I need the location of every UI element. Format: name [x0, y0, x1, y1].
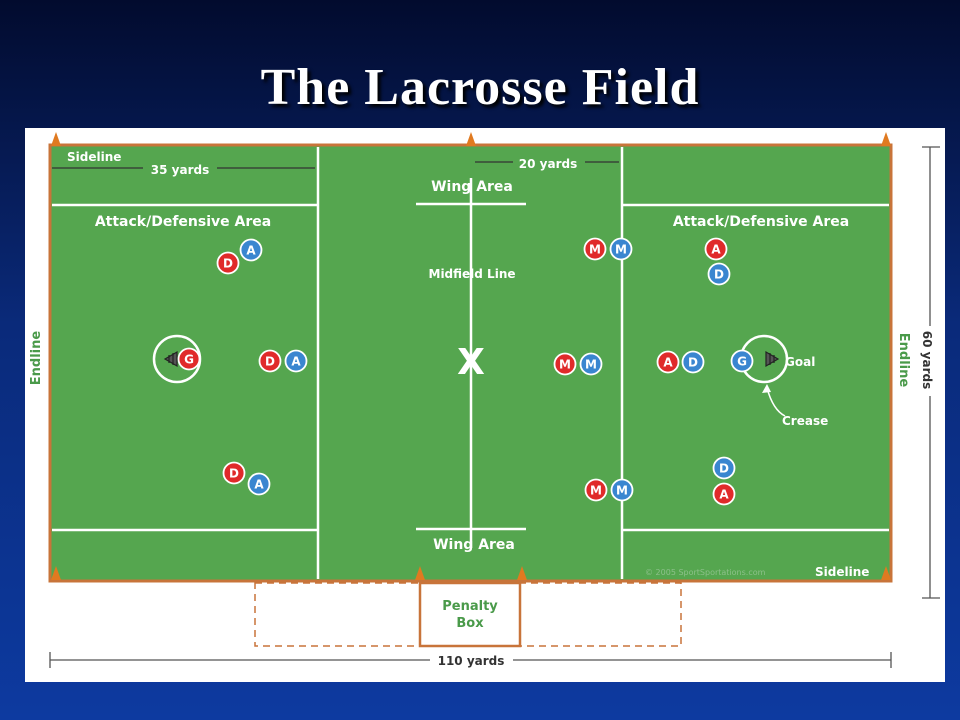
- svg-text:G: G: [737, 355, 747, 369]
- player-token-red-a: A: [712, 482, 736, 506]
- goal-label: Goal: [785, 355, 815, 369]
- left-goal-net: [163, 350, 178, 368]
- slide-title: The Lacrosse Field: [260, 59, 700, 116]
- player-token-blue-d: D: [681, 350, 705, 374]
- penalty-box-label-line1: Penalty: [442, 599, 498, 614]
- svg-text:A: A: [663, 356, 673, 370]
- player-token-blue-m: M: [579, 352, 603, 376]
- svg-text:M: M: [590, 484, 602, 498]
- svg-text:M: M: [615, 243, 627, 257]
- sideline-label-bottom: Sideline: [815, 565, 869, 579]
- player-token-red-m: M: [583, 237, 607, 261]
- endline-left-label: Endline: [29, 331, 44, 386]
- player-token-blue-m: M: [609, 237, 633, 261]
- field-dimension-lines: [52, 161, 619, 169]
- svg-text:A: A: [291, 355, 301, 369]
- lacrosse-field-diagram: X Sideline Sideline 35 yards 20 yards Wi…: [29, 132, 940, 668]
- player-token-blue-d: D: [707, 262, 731, 286]
- svg-text:D: D: [223, 257, 233, 271]
- attack-area-left-label: Attack/Defensive Area: [95, 214, 271, 230]
- player-token-red-a: A: [704, 237, 728, 261]
- svg-text:D: D: [719, 462, 729, 476]
- player-token-red-a: A: [656, 350, 680, 374]
- goalie-token-right: G: [730, 349, 754, 373]
- yards-20-label: 20 yards: [519, 157, 577, 171]
- yards-60-label: 60 yards: [920, 331, 934, 389]
- yards-110-label: 110 yards: [438, 654, 505, 668]
- player-token-red-d: D: [258, 349, 282, 373]
- sideline-label-top: Sideline: [67, 150, 121, 164]
- cone-marker: [466, 132, 476, 146]
- player-token-blue-a: A: [239, 238, 263, 262]
- cone-marker: [415, 566, 425, 580]
- cone-marker: [51, 132, 61, 146]
- svg-text:M: M: [616, 484, 628, 498]
- player-token-red-m: M: [553, 352, 577, 376]
- player-token-red-d: D: [222, 461, 246, 485]
- player-token-red-d: D: [216, 251, 240, 275]
- player-token-blue-m: M: [610, 478, 634, 502]
- cone-marker: [881, 566, 891, 580]
- svg-text:G: G: [184, 353, 194, 367]
- svg-text:A: A: [254, 478, 264, 492]
- endline-right-label: Endline: [896, 333, 911, 388]
- goalie-token-left: G: [177, 347, 201, 371]
- player-token-blue-a: A: [284, 349, 308, 373]
- svg-text:D: D: [265, 355, 275, 369]
- svg-text:D: D: [714, 268, 724, 282]
- svg-text:M: M: [589, 243, 601, 257]
- cone-marker: [51, 566, 61, 580]
- midfield-line-label: Midfield Line: [429, 267, 516, 281]
- attack-area-right-label: Attack/Defensive Area: [673, 214, 849, 230]
- wing-area-top-label: Wing Area: [431, 179, 513, 195]
- yards-35-label: 35 yards: [151, 163, 209, 177]
- cone-marker: [881, 132, 891, 146]
- svg-text:A: A: [711, 243, 721, 257]
- penalty-box: [418, 581, 522, 648]
- cones: [51, 132, 891, 580]
- penalty-box-label-line2: Box: [456, 616, 484, 631]
- copyright-label: © 2005 SportSportations.com: [645, 568, 766, 577]
- svg-text:M: M: [559, 358, 571, 372]
- svg-text:A: A: [246, 244, 256, 258]
- cone-marker: [517, 566, 527, 580]
- wing-area-bottom-label: Wing Area: [433, 537, 515, 553]
- player-token-blue-a: A: [247, 472, 271, 496]
- right-goal-net: [765, 350, 780, 368]
- dimension-60-lines: [922, 146, 940, 599]
- crease-pointer-arrowhead: [762, 384, 771, 393]
- crease-label: Crease: [782, 414, 828, 428]
- svg-text:M: M: [585, 358, 597, 372]
- svg-text:D: D: [688, 356, 698, 370]
- svg-text:D: D: [229, 467, 239, 481]
- field-diagram-panel: X Sideline Sideline 35 yards 20 yards Wi…: [25, 128, 945, 682]
- player-token-blue-d: D: [712, 456, 736, 480]
- svg-text:A: A: [719, 488, 729, 502]
- player-token-red-m: M: [584, 478, 608, 502]
- dimension-110-lines: [49, 652, 892, 668]
- faceoff-x: X: [457, 342, 485, 383]
